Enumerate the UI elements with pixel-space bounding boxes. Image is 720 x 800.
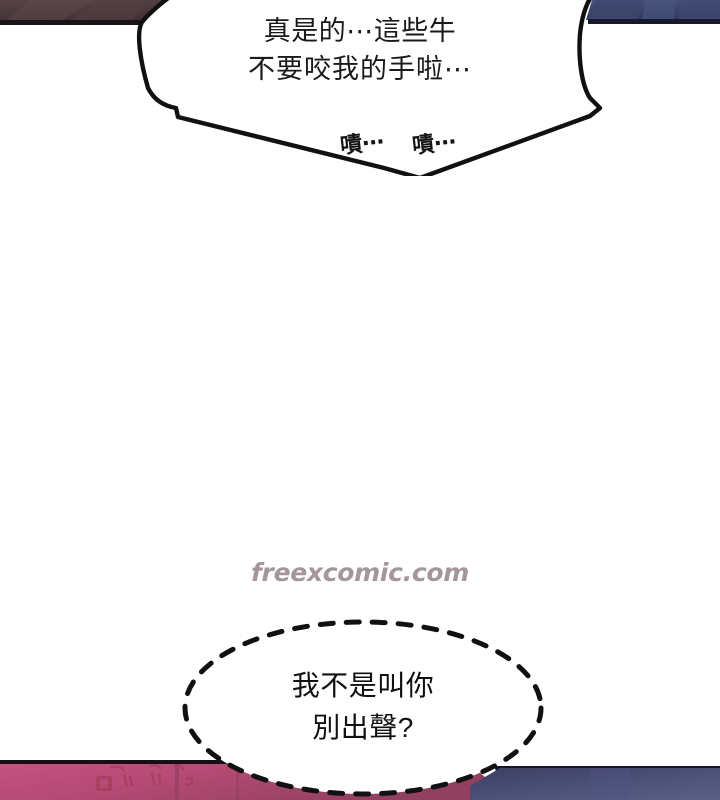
sfx-right: 嘖⋯ (411, 128, 458, 159)
speech-bubble-top (120, 0, 620, 181)
bubble-line-1: 真是的⋯這些牛 (263, 16, 457, 46)
artwork-bottom-right-blue (470, 762, 720, 800)
sfx-row: 嘖⋯ 嘖⋯ (338, 126, 570, 159)
watermark-text: freexcomic.com (249, 557, 470, 589)
artwork-top-right-navy (560, 0, 720, 26)
site-watermark: freexcomic.com (0, 557, 720, 589)
bubble-line-2: 不要咬我的手啦⋯ (248, 54, 472, 85)
thought-bubble-bottom (178, 618, 548, 800)
thought-bubble-text: 我不是叫你 別出聲? (178, 665, 548, 749)
sfx-left: 嘖⋯ (338, 128, 386, 159)
thought-line-1: 我不是叫你 (291, 670, 435, 701)
thought-line-2: 別出聲? (312, 712, 414, 743)
speech-bubble-top-text: 真是的⋯這些牛 不要咬我的手啦⋯ (150, 12, 570, 89)
